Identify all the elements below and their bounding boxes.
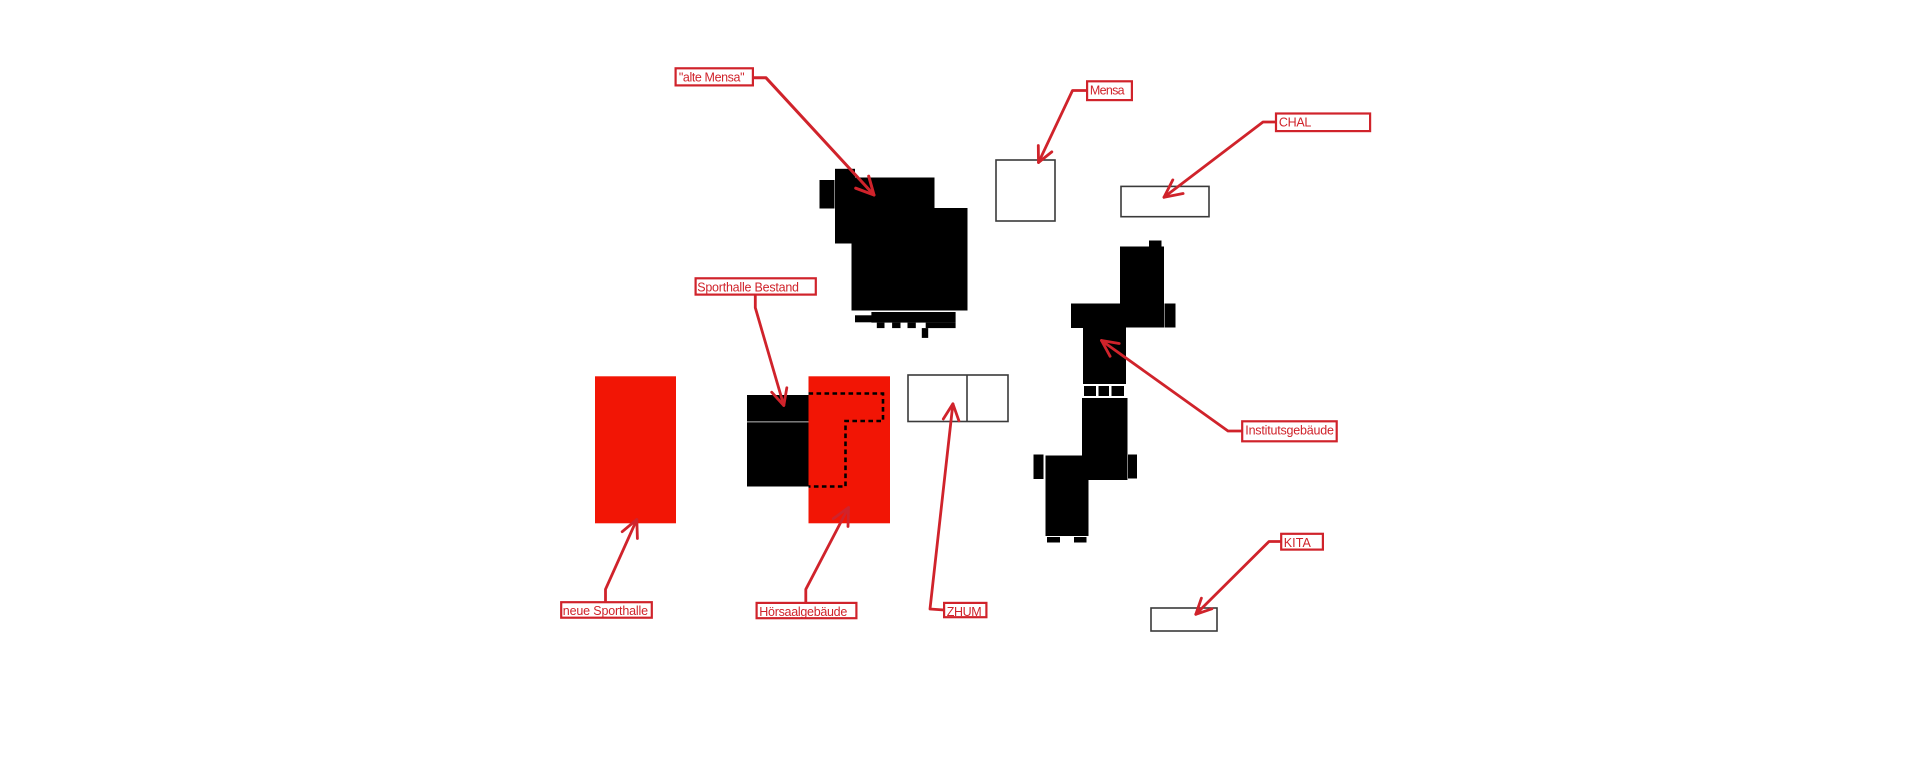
svg-text:"alte Mensa": "alte Mensa" <box>679 70 745 84</box>
svg-text:neue Sporthalle: neue Sporthalle <box>563 604 648 618</box>
svg-text:ZHUM: ZHUM <box>947 605 982 619</box>
svg-text:Mensa: Mensa <box>1090 83 1125 97</box>
svg-text:Institutsgebäude: Institutsgebäude <box>1245 424 1334 438</box>
svg-text:Sporthalle Bestand: Sporthalle Bestand <box>697 280 799 294</box>
svg-text:CHAL: CHAL <box>1279 116 1311 130</box>
svg-text:Hörsaalgebäude: Hörsaalgebäude <box>759 605 847 619</box>
svg-text:KITA: KITA <box>1284 536 1312 550</box>
